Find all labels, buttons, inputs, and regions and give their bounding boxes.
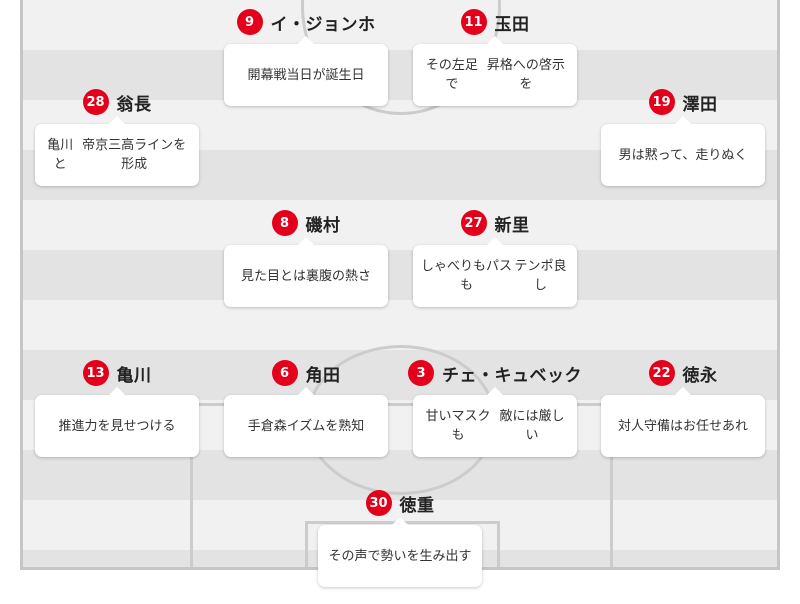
comment-line: 帝京三高ラインを形成 <box>82 138 187 172</box>
player-nameline: 13 亀川 <box>82 360 152 386</box>
player-name: イ・ジョンホ <box>270 14 376 35</box>
player-card-9: 9 イ・ジョンホ 開幕戦当日が誕生日 <box>224 9 388 106</box>
player-card-19: 19 澤田 男は黙って、走りぬく <box>601 89 765 186</box>
player-card-3: 3 チェ・キュベック 甘いマスクも 敵には厳しい <box>408 360 582 457</box>
player-name: 新里 <box>494 215 530 236</box>
player-name: 角田 <box>305 365 341 386</box>
comment-line: 推進力を見せつける <box>58 418 176 434</box>
player-nameline: 22 徳永 <box>648 360 718 386</box>
comment-line: 甘いマスクも <box>425 409 491 443</box>
comment-line: 敵には厳しい <box>499 409 565 443</box>
player-comment-bubble: 手倉森イズムを熟知 <box>224 387 388 457</box>
player-name: 徳重 <box>399 495 435 516</box>
penalty-area <box>190 403 613 567</box>
player-card-6: 6 角田 手倉森イズムを熟知 <box>224 360 388 457</box>
player-comment-bubble: しゃべりもパスも テンポ良し <box>413 237 577 307</box>
player-comment-bubble: その左足で 昇格への啓示を <box>413 36 577 106</box>
soccer-pitch <box>20 0 780 570</box>
comment-line: テンポ良し <box>514 259 567 293</box>
player-name: 徳永 <box>682 365 718 386</box>
comment-line: 昇格への啓示を <box>486 58 565 92</box>
player-name: 磯村 <box>305 215 341 236</box>
player-card-28: 28 翁長 亀川と 帝京三高ラインを形成 <box>35 89 199 186</box>
player-number-badge: 11 <box>460 9 487 35</box>
comment-line: 開幕戦当日が誕生日 <box>247 67 365 83</box>
player-number-badge: 22 <box>648 360 675 386</box>
player-number-badge: 30 <box>365 490 392 516</box>
player-nameline: 6 角田 <box>271 360 341 386</box>
player-comment-bubble: 見た目とは裏腹の熱さ <box>224 237 388 307</box>
player-card-27: 27 新里 しゃべりもパスも テンポ良し <box>413 210 577 307</box>
comment-line: その左足で <box>425 58 478 92</box>
player-card-8: 8 磯村 見た目とは裏腹の熱さ <box>224 210 388 307</box>
player-number-badge: 8 <box>271 210 298 236</box>
player-comment-bubble: 亀川と 帝京三高ラインを形成 <box>35 116 199 186</box>
comment-line: 手倉森イズムを熟知 <box>247 418 365 434</box>
player-number-badge: 19 <box>648 89 675 115</box>
player-number-badge: 27 <box>460 210 487 236</box>
player-comment-bubble: 男は黙って、走りぬく <box>601 116 765 186</box>
comment-line: 亀川と <box>47 138 74 172</box>
comment-line: その声で <box>328 548 381 564</box>
player-name: 澤田 <box>682 94 718 115</box>
player-number-badge: 9 <box>236 9 263 35</box>
player-number-badge: 6 <box>271 360 298 386</box>
player-comment-bubble: 推進力を見せつける <box>35 387 199 457</box>
player-name: チェ・キュベック <box>442 365 582 386</box>
player-nameline: 8 磯村 <box>271 210 341 236</box>
player-nameline: 11 玉田 <box>460 9 530 35</box>
comment-line: しゃべりもパスも <box>421 259 513 293</box>
player-card-22: 22 徳永 対人守備はお任せあれ <box>601 360 765 457</box>
player-comment-bubble: その声で 勢いを生み出す <box>318 517 482 587</box>
player-name: 亀川 <box>116 365 152 386</box>
comment-line: 対人守備はお任せあれ <box>617 418 748 434</box>
player-card-11: 11 玉田 その左足で 昇格への啓示を <box>413 9 577 106</box>
player-nameline: 3 チェ・キュベック <box>408 360 582 386</box>
player-nameline: 28 翁長 <box>82 89 152 115</box>
player-nameline: 19 澤田 <box>648 89 718 115</box>
player-nameline: 30 徳重 <box>365 490 435 516</box>
player-card-30: 30 徳重 その声で 勢いを生み出す <box>318 490 482 587</box>
player-nameline: 9 イ・ジョンホ <box>236 9 376 35</box>
player-number-badge: 3 <box>408 360 434 386</box>
player-card-13: 13 亀川 推進力を見せつける <box>35 360 199 457</box>
player-comment-bubble: 対人守備はお任せあれ <box>601 387 765 457</box>
player-name: 玉田 <box>494 14 530 35</box>
player-name: 翁長 <box>116 94 152 115</box>
player-number-badge: 28 <box>82 89 109 115</box>
comment-line: 勢いを生み出す <box>380 548 472 564</box>
player-comment-bubble: 開幕戦当日が誕生日 <box>224 36 388 106</box>
comment-line: 見た目とは裏腹の熱さ <box>240 268 371 284</box>
player-number-badge: 13 <box>82 360 109 386</box>
comment-line: 男は黙って、走りぬく <box>618 147 748 163</box>
player-comment-bubble: 甘いマスクも 敵には厳しい <box>413 387 577 457</box>
player-nameline: 27 新里 <box>460 210 530 236</box>
